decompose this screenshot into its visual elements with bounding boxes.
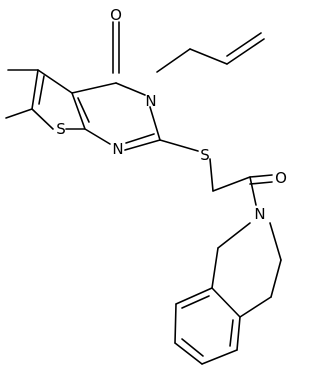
bond-n3-ch2 [156, 48, 191, 73]
bond-c5-c6 [31, 69, 39, 110]
bond-allyl-double-inner [226, 32, 262, 57]
atom-s-thiophene: S [56, 120, 66, 138]
bonds [5, 21, 282, 365]
atom-o-carbonyl: O [110, 6, 122, 24]
bond-n3-c2 [149, 106, 161, 141]
bond-aromatic-inner-3 [229, 319, 234, 347]
atom-n-allyl: N [145, 92, 156, 110]
bond-aromatic-inner-2 [181, 338, 204, 357]
bond-c2-n1 [124, 139, 161, 151]
bond-methyl-bottom [5, 108, 33, 119]
bond-ch2-co [212, 176, 251, 192]
bond-c5-c4a [236, 316, 241, 351]
bond-c1-c8a [211, 247, 219, 289]
bond-c4a-c7a [71, 92, 86, 130]
bond-c2-n1-inner [125, 133, 155, 144]
bond-n1-c7a [84, 128, 111, 145]
bond-c8a-c8 [175, 287, 213, 305]
bond-c8-c7 [174, 303, 177, 344]
bond-co-o-b [249, 181, 273, 185]
bond-aromatic-inner-1 [181, 295, 210, 309]
bond-n-c3 [269, 222, 282, 261]
bond-allyl-ch2-ch [189, 48, 228, 65]
bond-c2-s [159, 139, 199, 152]
atom-o-ketone: O [275, 169, 287, 187]
bond-c5-c6-inner [38, 75, 45, 105]
bond-c4a-c7a-inner [77, 97, 90, 123]
bond-c6-s [31, 108, 54, 130]
bond-co-o-a [249, 174, 273, 178]
bond-c8a-c4a [211, 287, 241, 318]
atom-n-amide: N [254, 205, 265, 223]
bond-c4a-c4 [71, 82, 117, 94]
atom-s-thioether: S [200, 146, 210, 164]
bond-c5-c4a [37, 69, 73, 94]
bond-c6-c5 [201, 349, 238, 365]
bond-c7-c6 [174, 342, 203, 365]
atom-labels: O N S N S O N [56, 6, 287, 223]
molecule-structure: O N S N S O N [5, 6, 287, 365]
bond-c4-n3 [115, 82, 146, 96]
atom-n-pyrimidine: N [112, 140, 123, 158]
bond-co-n [249, 176, 257, 206]
bond-c3-c4 [270, 259, 282, 298]
bond-s-ch2 [209, 158, 214, 192]
bond-c4-c4a [239, 296, 272, 318]
bond-n-c1 [217, 222, 251, 249]
bond-allyl-ch-ch2 [226, 38, 265, 65]
